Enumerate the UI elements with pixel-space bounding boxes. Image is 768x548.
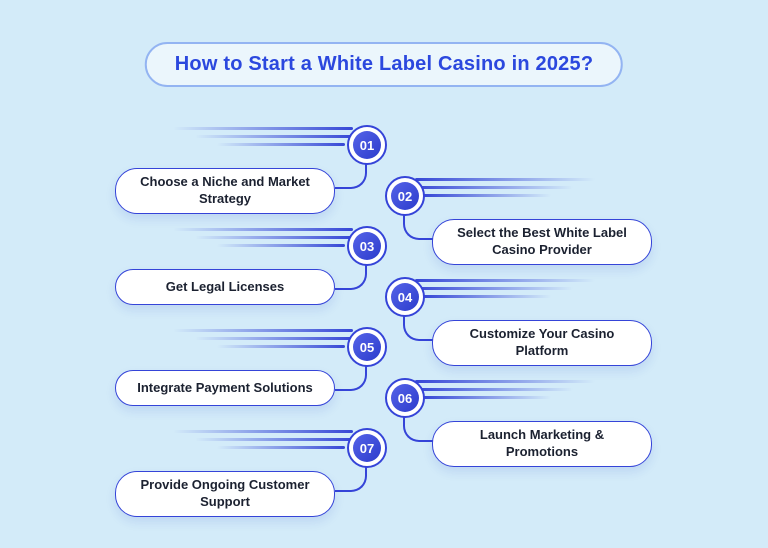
step-number-badge: 03	[347, 226, 387, 266]
step-label-pill: Select the Best White Label Casino Provi…	[432, 219, 652, 265]
connector-line	[335, 462, 367, 492]
connector-line	[335, 361, 367, 391]
step-number-badge: 06	[385, 378, 425, 418]
step-number: 06	[391, 384, 419, 412]
step-label: Get Legal Licenses	[165, 278, 285, 294]
step-label: Choose a Niche and Market Strategy	[140, 174, 310, 206]
speed-line	[217, 446, 345, 449]
speed-line	[415, 279, 595, 282]
step-label-pill: Provide Ongoing Customer Support	[115, 471, 335, 517]
step-label-pill: Integrate Payment Solutions	[115, 370, 335, 406]
step-number-badge: 04	[385, 277, 425, 317]
speed-line	[415, 380, 595, 383]
speed-line	[415, 388, 573, 391]
step-number: 05	[353, 333, 381, 361]
speed-line	[415, 287, 573, 290]
connector-line	[335, 159, 367, 189]
connector-line	[403, 210, 434, 240]
step-number: 04	[391, 283, 419, 311]
step-number: 07	[353, 434, 381, 462]
speed-line	[217, 244, 345, 247]
step-number: 03	[353, 232, 381, 260]
speed-line	[195, 438, 353, 441]
speed-line	[173, 329, 353, 332]
speed-line	[173, 127, 353, 130]
speed-line	[217, 143, 345, 146]
step-label: Select the Best White Label Casino Provi…	[457, 225, 627, 257]
step-number-badge: 02	[385, 176, 425, 216]
speed-line	[415, 186, 573, 189]
speed-line	[195, 337, 353, 340]
step-label-pill: Customize Your Casino Platform	[432, 320, 652, 366]
speed-line	[195, 135, 353, 138]
step-label: Integrate Payment Solutions	[137, 379, 313, 395]
step-number-badge: 07	[347, 428, 387, 468]
step-number-badge: 05	[347, 327, 387, 367]
speed-line	[195, 236, 353, 239]
speed-line	[423, 194, 551, 197]
speed-line	[173, 228, 353, 231]
speed-line	[173, 430, 353, 433]
step-number: 02	[391, 182, 419, 210]
step-label-pill: Launch Marketing & Promotions	[432, 421, 652, 467]
speed-line	[423, 295, 551, 298]
step-label: Launch Marketing & Promotions	[479, 427, 605, 459]
step-number-badge: 01	[347, 125, 387, 165]
step-label-pill: Get Legal Licenses	[115, 269, 335, 305]
step-label: Customize Your Casino Platform	[469, 326, 615, 358]
connector-line	[335, 260, 367, 290]
speed-line	[217, 345, 345, 348]
step-number: 01	[353, 131, 381, 159]
step-label-pill: Choose a Niche and Market Strategy	[115, 168, 335, 214]
page-title: How to Start a White Label Casino in 202…	[144, 42, 624, 87]
connector-line	[403, 412, 434, 442]
speed-line	[423, 396, 551, 399]
speed-line	[415, 178, 595, 181]
step-label: Provide Ongoing Customer Support	[140, 477, 310, 509]
connector-line	[403, 311, 434, 341]
